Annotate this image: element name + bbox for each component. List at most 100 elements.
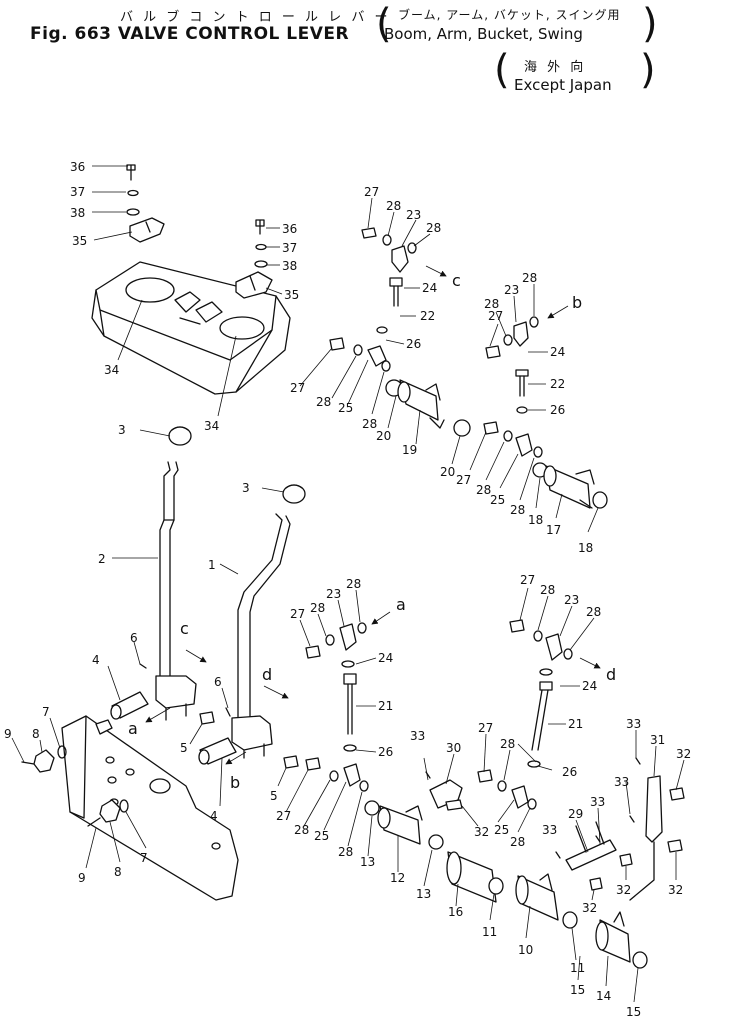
callout-21b: 21 bbox=[568, 717, 583, 731]
mounting-plate bbox=[61, 715, 239, 901]
callout-27c: 27 bbox=[488, 309, 503, 323]
callout-28k: 28 bbox=[294, 823, 309, 837]
callout-27e: 27 bbox=[290, 607, 305, 621]
callout-32a: 32 bbox=[474, 825, 489, 839]
lever-1 bbox=[231, 513, 291, 759]
callout-23d: 23 bbox=[564, 593, 579, 607]
callout-38b: 38 bbox=[282, 259, 297, 273]
callout-27g: 27 bbox=[478, 721, 493, 735]
lever-2 bbox=[155, 461, 197, 721]
callout-20b: 20 bbox=[440, 465, 455, 479]
arrow-label-d-lever: d bbox=[262, 665, 272, 684]
callout-27b: 27 bbox=[290, 381, 305, 395]
callout-28l: 28 bbox=[338, 845, 353, 859]
callout-35b: 35 bbox=[284, 288, 299, 302]
callout-28a: 28 bbox=[386, 199, 401, 213]
callout-35: 35 bbox=[72, 234, 87, 248]
callout-15a: 15 bbox=[570, 983, 585, 997]
callout-5: 5 bbox=[180, 741, 188, 755]
callout-36b: 36 bbox=[282, 222, 297, 236]
callout-25c: 25 bbox=[314, 829, 329, 843]
callout-21a: 21 bbox=[378, 699, 393, 713]
callout-16: 16 bbox=[448, 905, 463, 919]
callout-14: 14 bbox=[596, 989, 611, 1003]
callout-1: 1 bbox=[208, 558, 216, 572]
callout-31: 31 bbox=[650, 733, 665, 747]
callout-18a: 18 bbox=[528, 513, 543, 527]
pivot-pin-lower bbox=[198, 737, 237, 765]
callout-28c: 28 bbox=[316, 395, 331, 409]
bolts-5 bbox=[199, 711, 299, 769]
callout-13a: 13 bbox=[360, 855, 375, 869]
callout-3b: 3 bbox=[242, 481, 250, 495]
callout-33e: 33 bbox=[626, 717, 641, 731]
callout-33a: 33 bbox=[410, 729, 425, 743]
callout-38: 38 bbox=[70, 206, 85, 220]
callout-27h: 27 bbox=[520, 573, 535, 587]
callout-29: 29 bbox=[568, 807, 583, 821]
callout-33d: 33 bbox=[614, 775, 629, 789]
japanese-region: 海 外 向 bbox=[524, 60, 587, 75]
callout-32b: 32 bbox=[676, 747, 691, 761]
callout-37b: 37 bbox=[282, 241, 297, 255]
lower-linkage-a bbox=[305, 622, 444, 850]
callout-5b: 5 bbox=[270, 789, 278, 803]
callout-11b: 11 bbox=[570, 961, 585, 975]
paren-open-1: ( bbox=[376, 1, 392, 47]
callout-23b: 23 bbox=[504, 283, 519, 297]
callout-26c: 26 bbox=[378, 745, 393, 759]
callout-25b: 25 bbox=[490, 493, 505, 507]
callout-28i: 28 bbox=[310, 601, 325, 615]
callout-22a: 22 bbox=[420, 309, 435, 323]
japanese-title: バ ル ブ コ ン ト ロ ー ル レ バ ー bbox=[120, 10, 391, 25]
callout-15b: 15 bbox=[626, 1005, 641, 1019]
callout-28h: 28 bbox=[510, 503, 525, 517]
callout-28d: 28 bbox=[362, 417, 377, 431]
figure-title: Fig. 663 VALVE CONTROL LEVER bbox=[30, 24, 350, 44]
leader-lines bbox=[11, 165, 685, 1003]
paren-open-2: ( bbox=[494, 47, 510, 93]
callout-numbers: 36 37 38 35 36 37 38 35 34 34 3 3 2 1 6 … bbox=[4, 160, 691, 1019]
callout-6b: 6 bbox=[214, 675, 222, 689]
callout-4b: 4 bbox=[210, 809, 218, 823]
callout-32c: 32 bbox=[616, 883, 631, 897]
callout-28p: 28 bbox=[586, 605, 601, 619]
arrow-label-b-link: b bbox=[572, 293, 582, 312]
callout-25d: 25 bbox=[494, 823, 509, 837]
callout-33c: 33 bbox=[590, 795, 605, 809]
arrow-labels: c a d b c b a d bbox=[128, 271, 616, 792]
callout-27f: 27 bbox=[276, 809, 291, 823]
callout-28e: 28 bbox=[484, 297, 499, 311]
left-fasteners bbox=[21, 663, 231, 827]
callout-33b: 33 bbox=[542, 823, 557, 837]
callout-10: 10 bbox=[518, 943, 533, 957]
callout-32d: 32 bbox=[668, 883, 683, 897]
callout-24d: 24 bbox=[582, 679, 597, 693]
japanese-subtitle: ブーム, アーム, バケット, スイング用 bbox=[398, 8, 621, 22]
callout-24b: 24 bbox=[550, 345, 565, 359]
callout-11a: 11 bbox=[482, 925, 497, 939]
upper-linkage bbox=[329, 227, 471, 437]
knob-3-right bbox=[282, 484, 306, 504]
callout-9: 9 bbox=[4, 727, 12, 741]
callout-28m: 28 bbox=[500, 737, 515, 751]
callout-34b: 34 bbox=[204, 419, 219, 433]
lower-linkage-d bbox=[477, 619, 573, 810]
paren-close-1: ) bbox=[642, 1, 658, 47]
callout-7: 7 bbox=[42, 705, 50, 719]
callout-8: 8 bbox=[32, 727, 40, 741]
callout-19: 19 bbox=[402, 443, 417, 457]
callout-22b: 22 bbox=[550, 377, 565, 391]
swing-linkage bbox=[425, 757, 685, 969]
callout-28g: 28 bbox=[476, 483, 491, 497]
callout-13b: 13 bbox=[416, 887, 431, 901]
arrow-label-d-link: d bbox=[606, 665, 616, 684]
callout-26d: 26 bbox=[562, 765, 577, 779]
callout-28f: 28 bbox=[522, 271, 537, 285]
motion-arrows bbox=[145, 265, 601, 765]
callout-27d: 27 bbox=[456, 473, 471, 487]
callout-26a: 26 bbox=[406, 337, 421, 351]
arrow-label-c-lever: c bbox=[180, 619, 189, 638]
callout-23c: 23 bbox=[326, 587, 341, 601]
